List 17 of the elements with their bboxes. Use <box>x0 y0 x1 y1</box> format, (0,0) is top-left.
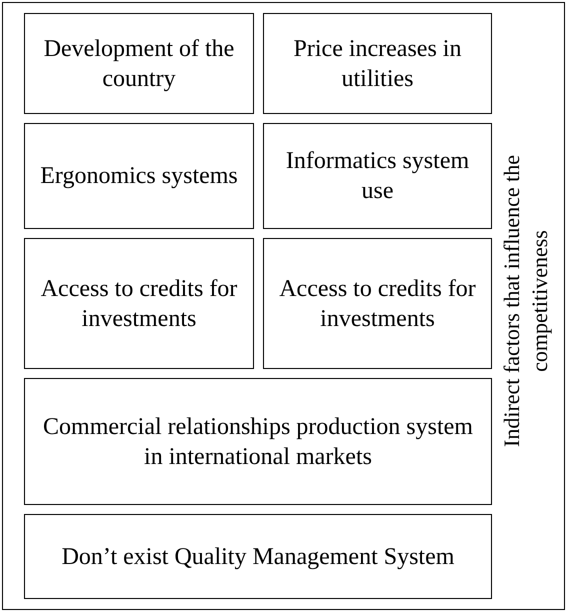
factor-box <box>263 123 492 229</box>
factor-box <box>24 514 492 599</box>
vertical-heading: Indirect factors that influence the competitiveness <box>498 154 553 449</box>
factor-box <box>24 238 254 369</box>
factor-text: Access to credits for investments <box>278 274 477 334</box>
factor-text: Don’t exist Quality Management System <box>60 542 456 572</box>
factor-box <box>263 238 492 369</box>
factor-text: Price increases in utilities <box>292 34 462 94</box>
factor-box <box>24 123 254 229</box>
factor-text: Development of the country <box>42 34 236 94</box>
factor-text: Ergonomics systems <box>39 162 239 191</box>
factor-text: Commercial relationships production system in international markets <box>42 412 474 472</box>
factor-box <box>24 13 254 114</box>
factor-box <box>24 378 492 505</box>
factor-text: Access to credits for investments <box>40 274 238 334</box>
factor-box <box>263 13 492 114</box>
factor-text: Informatics system use <box>284 147 470 206</box>
